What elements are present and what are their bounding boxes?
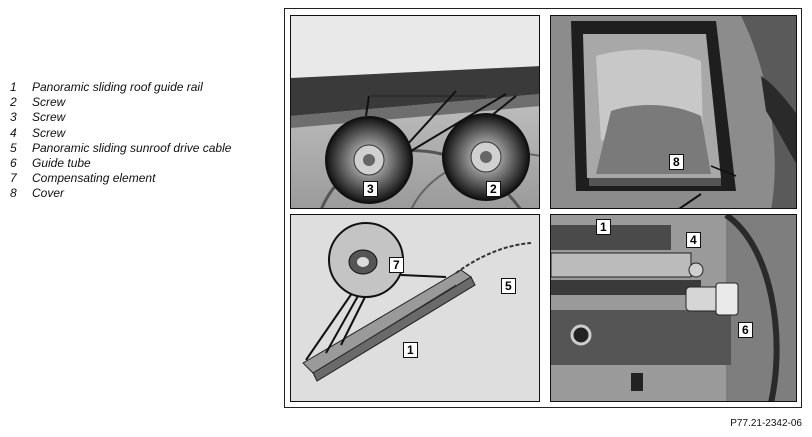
photo-roof-screws: 3 2 [290, 15, 540, 209]
figure-frame: 3 2 8 [284, 8, 802, 408]
callout-guide-tube-6: 6 [738, 322, 753, 338]
photo-guide-rail: 7 5 1 [290, 214, 540, 402]
callout-rail-1-detail: 1 [596, 219, 611, 235]
guide-rail-illustration [291, 215, 539, 401]
roof-screws-illustration [291, 16, 539, 208]
photo-roof-cover: 8 [550, 15, 797, 209]
callout-screw-4: 4 [686, 232, 701, 248]
callout-screw-3: 3 [363, 181, 378, 197]
roof-cover-illustration [551, 16, 796, 208]
guide-tube-illustration [551, 215, 796, 401]
figure-code: P77.21-2342-06 [730, 418, 802, 429]
callout-rail-1: 1 [403, 342, 418, 358]
callout-cable-5: 5 [501, 278, 516, 294]
callout-compensating-7: 7 [389, 257, 404, 273]
callout-cover-8: 8 [669, 154, 684, 170]
photo-guide-tube: 1 4 6 [550, 214, 797, 402]
callout-screw-2: 2 [486, 181, 501, 197]
